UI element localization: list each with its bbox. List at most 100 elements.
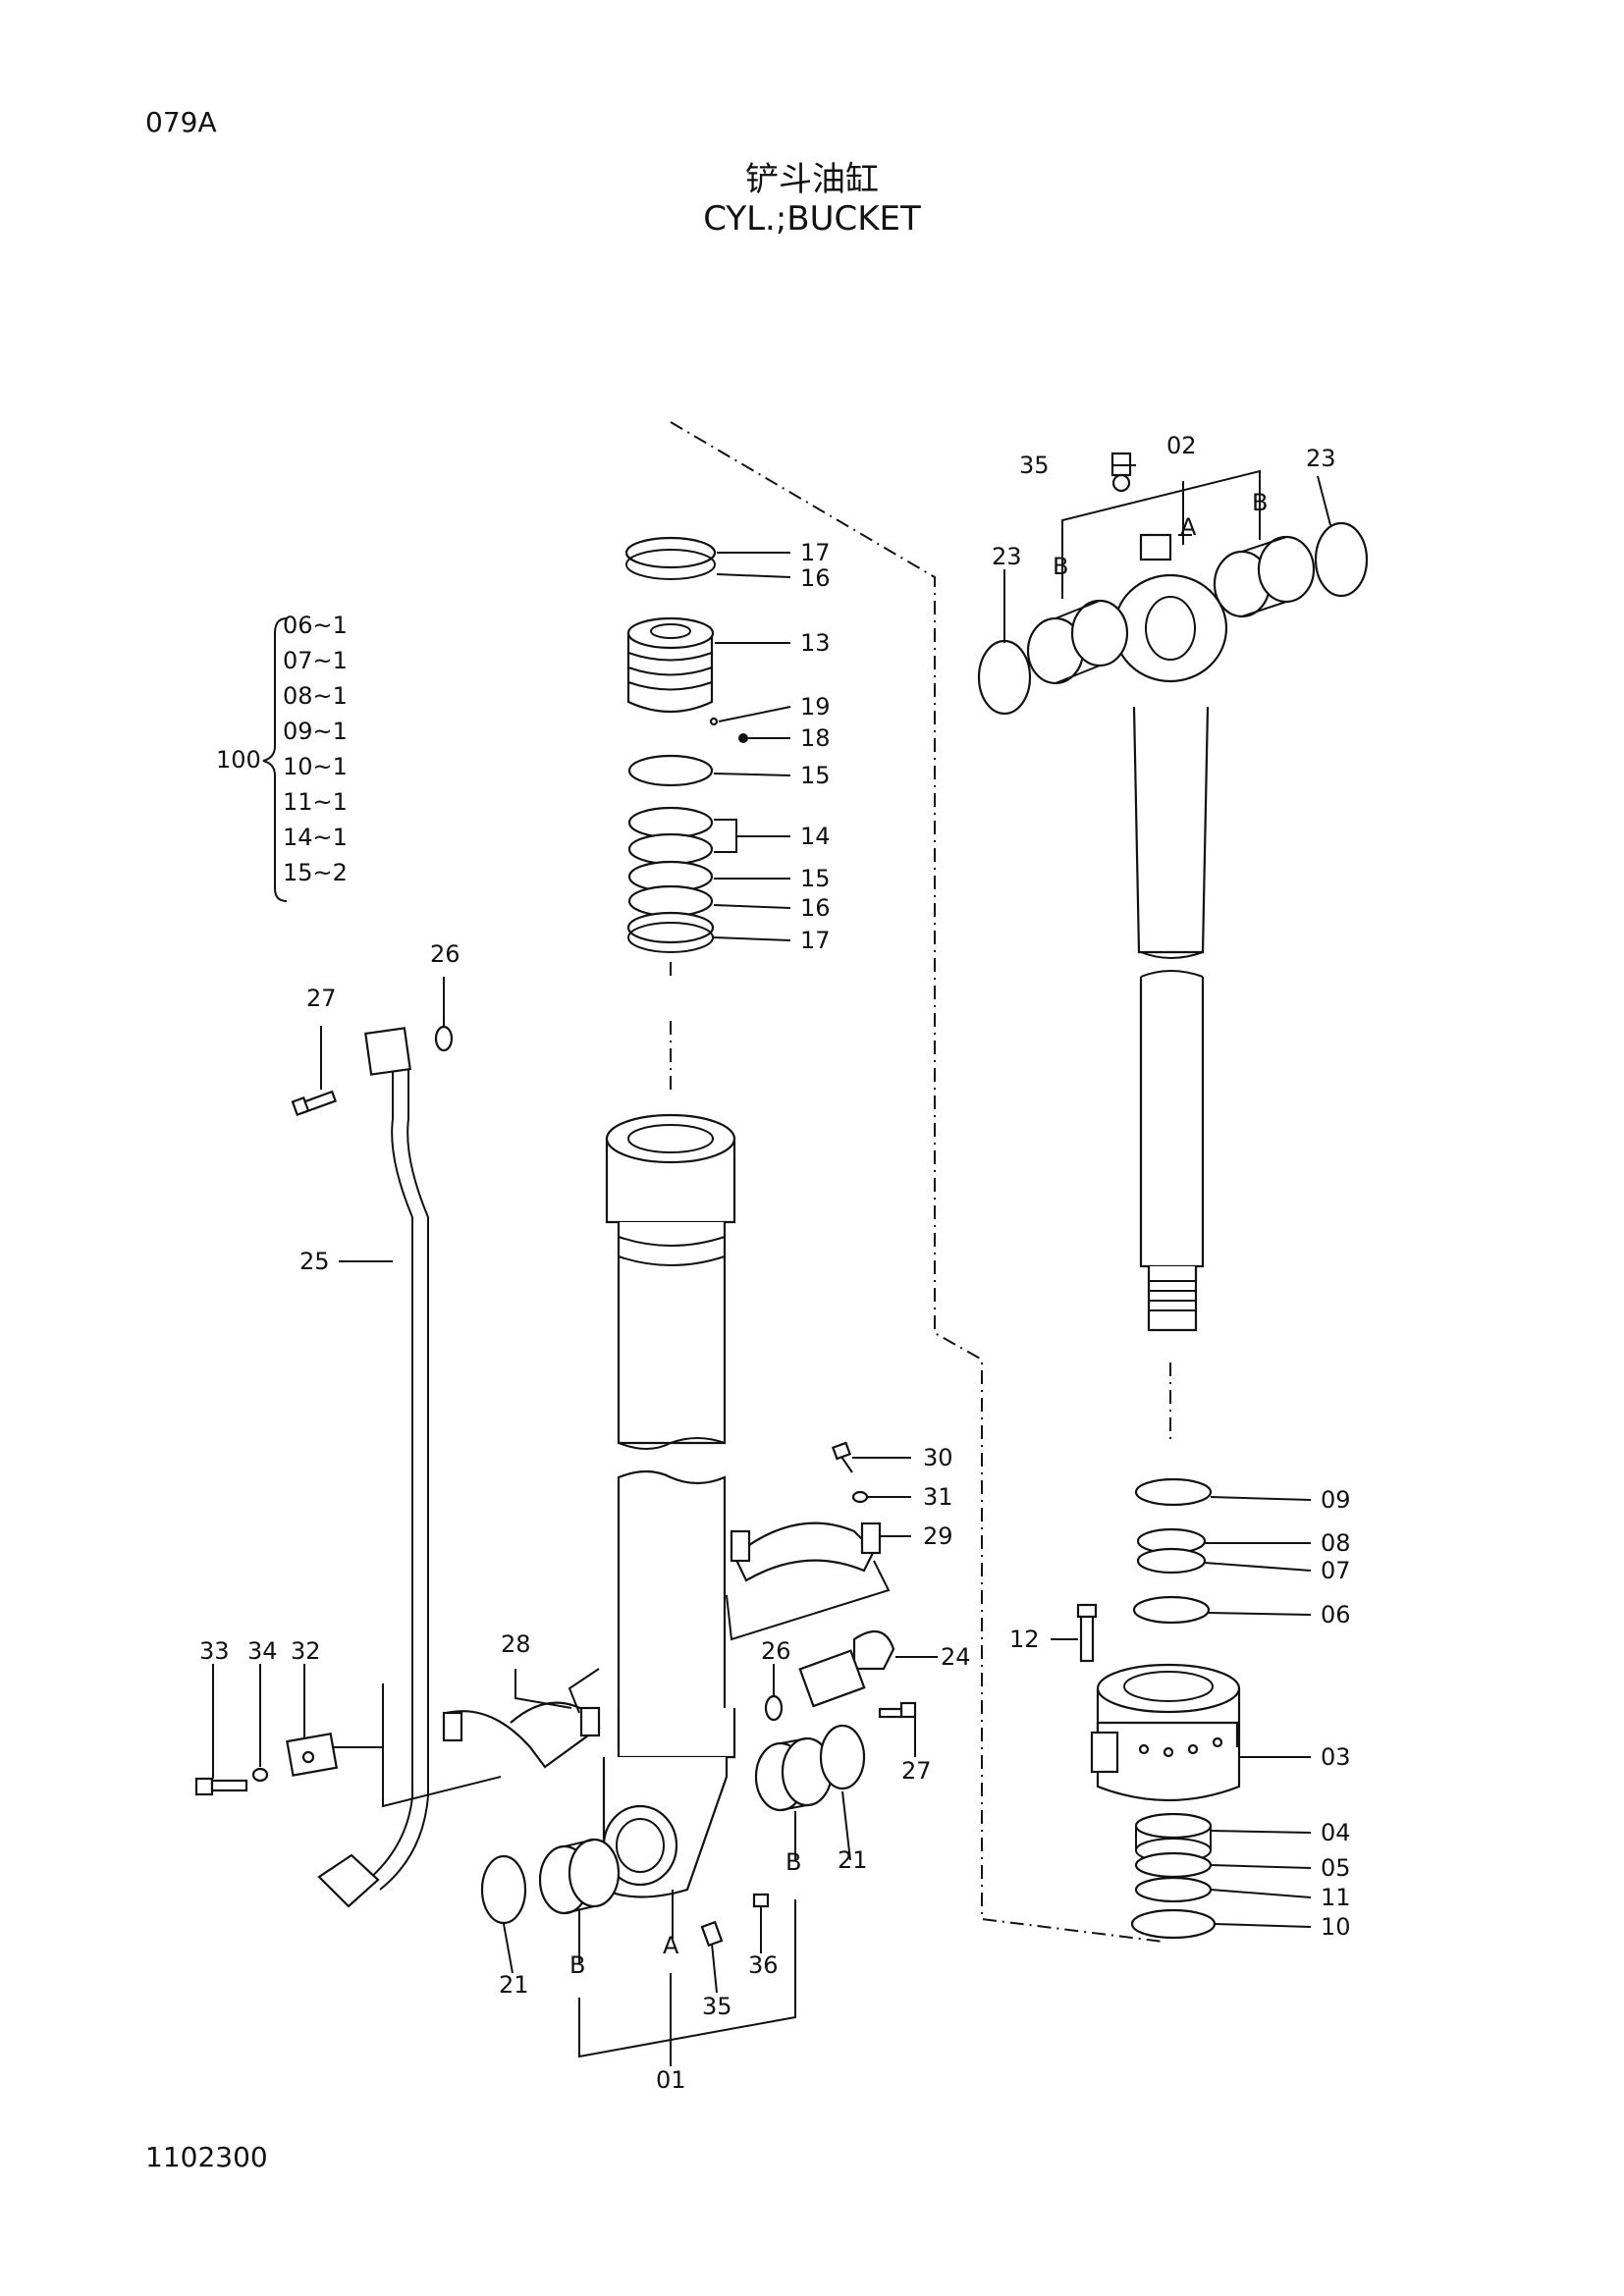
callout-29: 29 — [923, 1522, 953, 1550]
callout-12: 12 — [1009, 1626, 1040, 1653]
callout-28: 28 — [501, 1630, 531, 1658]
callout-14: 14 — [800, 823, 831, 850]
callout-34: 34 — [247, 1637, 278, 1665]
buffer-ring-06 — [1132, 1595, 1211, 1625]
wear-ring-17-top — [624, 536, 717, 580]
dust-seal-23-left — [977, 639, 1032, 716]
backup-ring-11 — [1134, 1876, 1213, 1903]
callout-17: 17 — [800, 539, 831, 566]
o-ring-26-lower — [764, 1694, 784, 1722]
callout-08: 08 — [1321, 1529, 1351, 1557]
callout-04: 04 — [1321, 1819, 1351, 1846]
bolt-33 — [194, 1777, 248, 1796]
o-ring-15-top — [627, 754, 714, 787]
callout-06: 06 — [1321, 1601, 1351, 1629]
wear-ring-16-lower — [627, 884, 714, 918]
assembly-guide-line — [670, 421, 1164, 1943]
kit-item: 06~1 — [283, 612, 348, 639]
kit-item: 08~1 — [283, 682, 348, 710]
dust-seal-23-right — [1314, 521, 1369, 598]
bolt-30 — [831, 1441, 853, 1473]
callout-01: 01 — [656, 2066, 686, 2094]
callout-19: 19 — [800, 693, 831, 721]
cylinder-tube-01 — [602, 1113, 736, 1898]
callout-31: 31 — [923, 1483, 953, 1511]
washer-34 — [251, 1767, 269, 1783]
leader-lines — [212, 464, 1331, 2066]
callout-A: A — [1180, 513, 1197, 541]
grease-fitting-35-lower — [700, 1920, 724, 1948]
callout-27: 27 — [901, 1757, 932, 1785]
callout-33: 33 — [199, 1637, 230, 1665]
ball-19 — [709, 717, 719, 726]
callout-15: 15 — [800, 762, 831, 789]
rod-seal-07 — [1136, 1547, 1207, 1575]
bushing-B-left — [1026, 599, 1129, 685]
clamp-28 — [442, 1701, 601, 1769]
callout-27: 27 — [306, 985, 337, 1012]
bushing-B-right — [1213, 535, 1316, 618]
seal-set-14 — [627, 806, 714, 866]
callout-05: 05 — [1321, 1854, 1351, 1882]
callout-B: B — [785, 1848, 801, 1876]
grease-fitting-35-top — [1110, 452, 1132, 493]
callout-30: 30 — [923, 1444, 953, 1471]
cylinder-head-03 — [1090, 1663, 1241, 1802]
set-screw-18 — [738, 733, 748, 743]
kit-item: 15~2 — [283, 859, 348, 886]
callout-23: 23 — [992, 543, 1022, 570]
bushing-B-lower-left — [538, 1838, 621, 1915]
callout-24: 24 — [941, 1643, 971, 1671]
callout-02: 02 — [1166, 432, 1197, 459]
dust-wiper-09 — [1134, 1477, 1213, 1507]
callout-A: A — [663, 1932, 679, 1959]
flange-24 — [798, 1629, 895, 1708]
callout-16: 16 — [800, 894, 831, 922]
callout-13: 13 — [800, 629, 831, 657]
dust-seal-21-right — [819, 1724, 866, 1790]
title-chinese: 铲斗油缸 — [745, 160, 879, 199]
pipe-25 — [317, 1027, 429, 1908]
bolt-27-top — [291, 1090, 338, 1117]
callout-17: 17 — [800, 927, 831, 954]
wear-ring-17-lower — [626, 911, 715, 953]
title-english: CYL.;BUCKET — [703, 199, 921, 239]
callout-25: 25 — [299, 1248, 330, 1275]
callout-32: 32 — [291, 1637, 321, 1665]
bolt-12 — [1076, 1603, 1098, 1663]
plug-36 — [752, 1893, 770, 1922]
callout-09: 09 — [1321, 1486, 1351, 1514]
kit-item: 09~1 — [283, 718, 348, 745]
callout-labels: 17 16 13 19 18 15 14 15 16 17 26 27 25 3… — [199, 432, 1351, 2094]
callout-B: B — [1053, 553, 1068, 580]
document-number: 1102300 — [145, 2141, 268, 2173]
piston-13 — [626, 616, 715, 714]
callout-35: 35 — [702, 1993, 732, 2020]
kit-item: 07~1 — [283, 647, 348, 674]
dust-seal-21-left — [480, 1854, 527, 1925]
piston-rod-02 — [1112, 533, 1228, 1332]
kit-label-100: 100 — [216, 746, 261, 774]
callout-15: 15 — [800, 865, 831, 892]
callout-B: B — [569, 1951, 585, 1979]
clamp-29 — [730, 1522, 882, 1582]
callout-16: 16 — [800, 564, 831, 592]
kit-item: 14~1 — [283, 824, 348, 851]
o-ring-26-top — [434, 1025, 454, 1052]
page-code: 079A — [145, 106, 217, 138]
o-ring-10 — [1130, 1908, 1217, 1940]
snap-ring-05 — [1134, 1851, 1213, 1879]
callout-21: 21 — [838, 1846, 868, 1874]
callout-07: 07 — [1321, 1557, 1351, 1584]
callout-11: 11 — [1321, 1884, 1351, 1911]
callout-03: 03 — [1321, 1743, 1351, 1771]
callout-26: 26 — [761, 1637, 791, 1665]
kit-item: 11~1 — [283, 788, 348, 816]
kit-brace — [262, 617, 288, 902]
callout-B: B — [1252, 489, 1268, 516]
callout-10: 10 — [1321, 1913, 1351, 1941]
bushing-B-lower-right — [754, 1736, 834, 1812]
callout-21: 21 — [499, 1971, 529, 1999]
block-32 — [286, 1732, 339, 1777]
